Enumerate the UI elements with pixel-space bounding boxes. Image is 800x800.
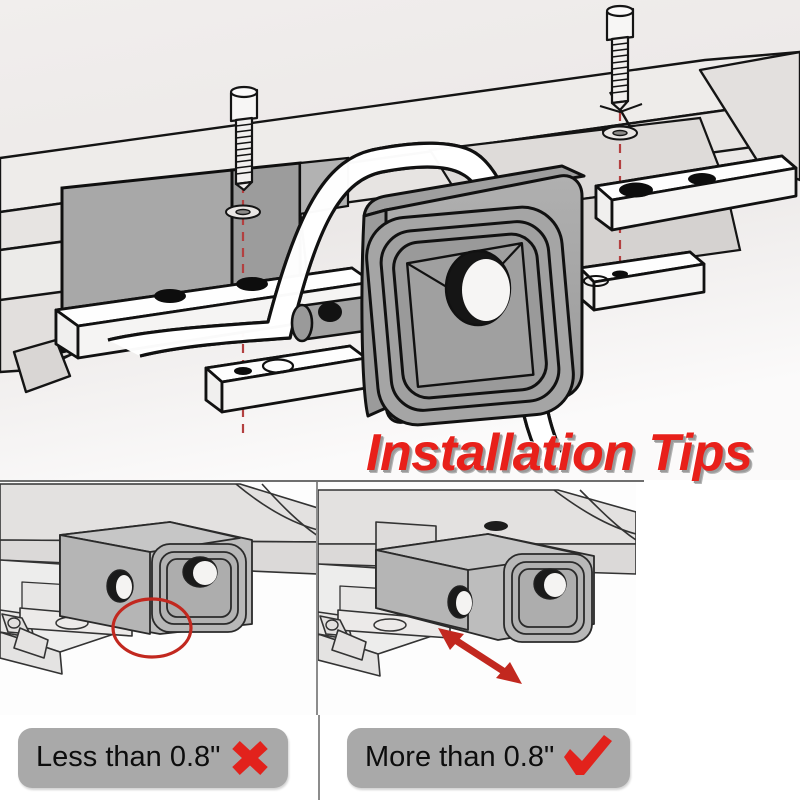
mounting-bracket-right	[594, 154, 798, 232]
panel-right-receiver-tube	[375, 533, 595, 643]
badge-less-than-label: Less than 0.8"	[36, 741, 221, 773]
cross-mark-icon	[232, 740, 269, 775]
check-mark-icon	[564, 734, 613, 775]
badge-more-than-label: More than 0.8"	[365, 741, 555, 773]
panel-more-than-drawing	[318, 482, 636, 715]
washer-left	[225, 204, 261, 220]
hitch-assembly-drawing	[0, 0, 800, 480]
clearance-double-arrow	[438, 628, 522, 684]
washer-right	[602, 125, 638, 141]
bolt-right	[599, 4, 643, 113]
mounting-bracket-pad-left	[204, 344, 368, 414]
hitch-receiver-tube	[360, 164, 586, 427]
badge-row: Less than 0.8" More than 0.8"	[0, 715, 644, 800]
panel-right-mounting-plate	[319, 609, 451, 661]
badge-row-divider	[318, 715, 320, 800]
badge-more-than: More than 0.8"	[347, 727, 631, 788]
panel-left-receiver-tube	[59, 521, 253, 635]
bolt-left	[229, 85, 259, 192]
clearance-highlight-ellipse	[111, 597, 193, 659]
panel-less-than	[0, 482, 318, 715]
badge-cell-more-than: More than 0.8"	[322, 715, 644, 800]
mounting-bracket-pad-right	[578, 250, 706, 312]
badge-cell-less-than: Less than 0.8"	[0, 715, 322, 800]
badge-less-than: Less than 0.8"	[18, 727, 289, 788]
panel-more-than	[318, 482, 636, 715]
hero-illustration	[0, 0, 800, 480]
comparison-panels	[0, 480, 644, 715]
panel-less-than-drawing	[0, 482, 316, 715]
